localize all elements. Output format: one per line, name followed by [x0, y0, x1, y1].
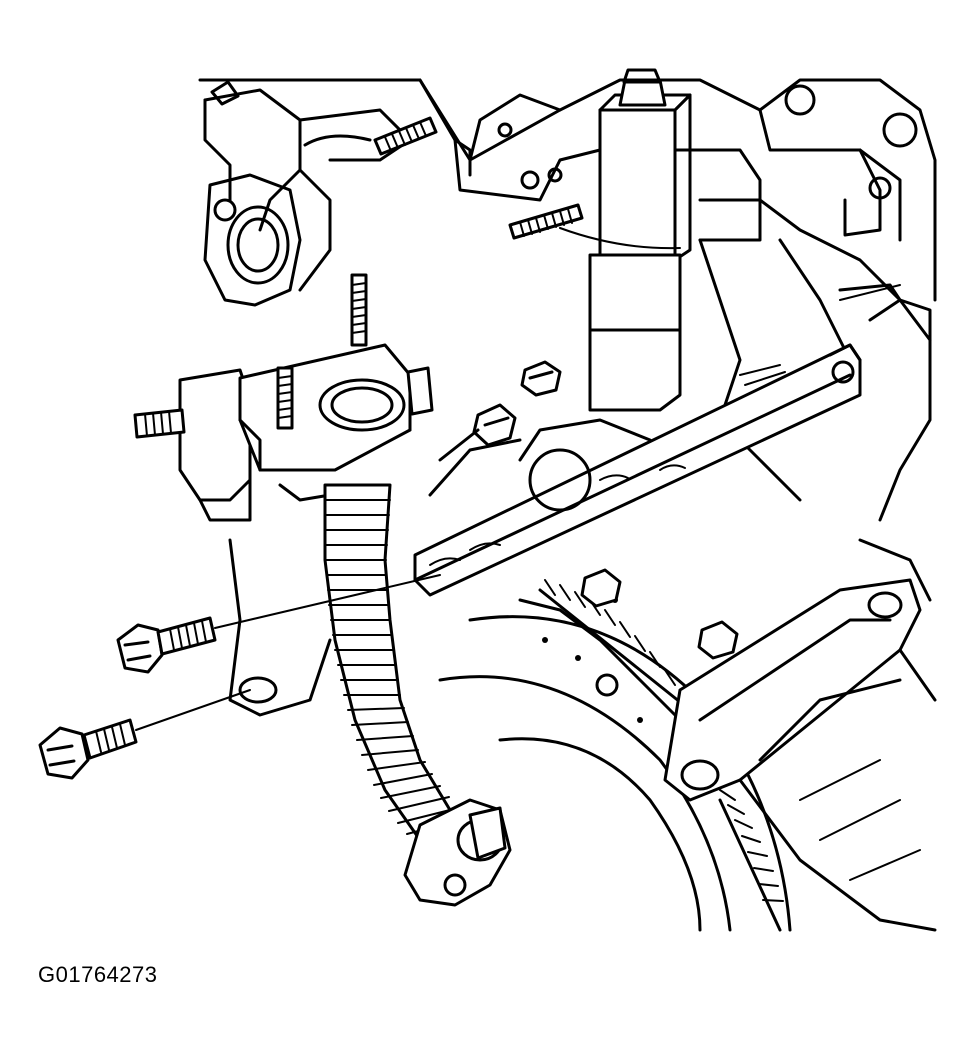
- brace-upper-bolt: [520, 360, 562, 397]
- upper-stud-left: [373, 116, 438, 156]
- thermostat-housing: [178, 343, 434, 522]
- coolant-outlet-housing: [203, 80, 412, 307]
- figure-id-label: G01764273: [38, 962, 158, 987]
- thermostat-side-stud: [133, 408, 186, 439]
- hose-end-flange: [403, 798, 512, 907]
- upper-stud-right: [508, 203, 584, 240]
- mounting-bolt-upper: [116, 574, 441, 674]
- mounting-bolt-lower: [38, 689, 251, 780]
- engine-brace-bracket: [413, 343, 862, 597]
- thermostat-stud-lower: [276, 366, 294, 430]
- vertical-support-pillar: [559, 68, 692, 412]
- transmission-flange: [663, 538, 937, 932]
- lower-engine-block: [228, 418, 682, 723]
- flywheel-bolt: [580, 568, 739, 660]
- thermostat-stud-upper: [350, 273, 368, 347]
- brace-lower-bolt: [428, 403, 522, 497]
- flywheel-ring-gear: [538, 588, 782, 932]
- right-engine-block: [698, 198, 932, 522]
- engine-block: [198, 78, 937, 302]
